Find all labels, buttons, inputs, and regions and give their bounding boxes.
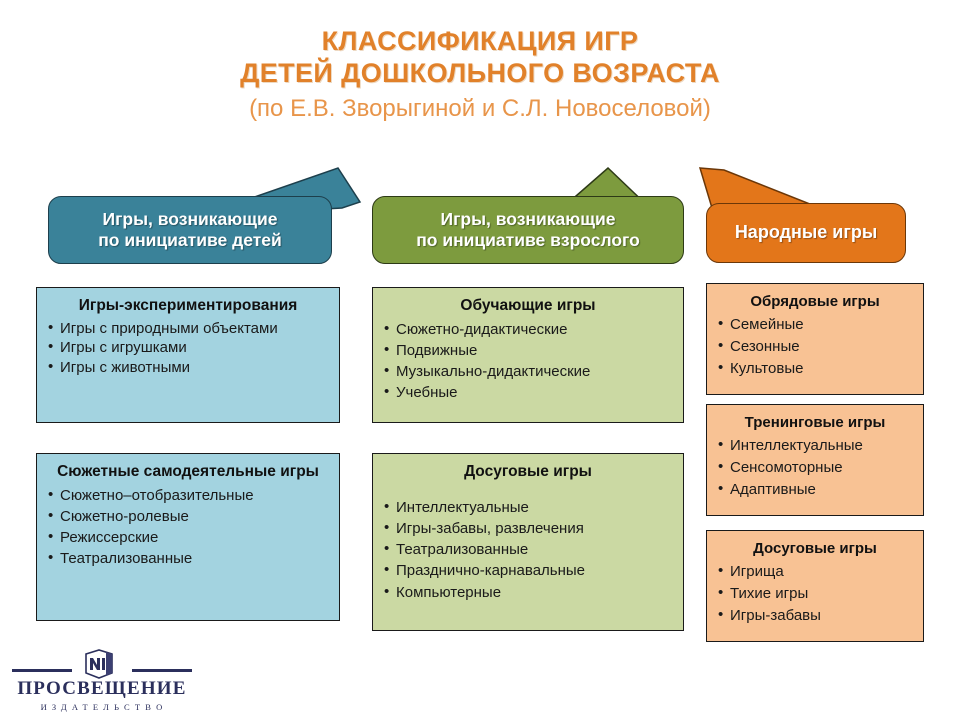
publisher-logo: ПРОСВЕЩЕНИЕ ИЗДАТЕЛЬСТВО: [12, 648, 192, 712]
card-item-list: Интеллектуальные Игры-забавы, развлечени…: [383, 496, 673, 603]
card-title: Тренинговые игры: [744, 414, 886, 431]
card-title: Обрядовые игры: [750, 293, 880, 310]
card-item-list: Семейные Сезонные Культовые: [717, 313, 913, 380]
list-item: Сюжетно-ролевые: [47, 505, 329, 527]
card-teaching-games[interactable]: Обучающие игры Сюжетно-дидактические Под…: [372, 287, 684, 423]
list-item: Адаптивные: [717, 478, 913, 501]
card-title: Игры-экспериментирования: [78, 297, 298, 314]
list-item: Сюжетно–отобразительные: [47, 484, 329, 506]
card-item-list: Интеллектуальные Сенсомоторные Адаптивны…: [717, 434, 913, 501]
logo-rule-right: [132, 669, 192, 672]
card-ritual-games[interactable]: Обрядовые игры Семейные Сезонные Культов…: [706, 283, 924, 395]
card-leisure-games-adult[interactable]: Досуговые игры Интеллектуальные Игры-заб…: [372, 453, 684, 631]
spacer: [383, 485, 673, 497]
banner-children-initiative-line-2: по инициативе детей: [98, 230, 282, 250]
logo-publisher-name: ПРОСВЕЩЕНИЕ: [17, 678, 187, 699]
banner-children-initiative[interactable]: Игры, возникающие по инициативе детей: [48, 196, 332, 264]
list-item: Сюжетно-дидактические: [383, 318, 673, 340]
list-item: Сезонные: [717, 335, 913, 358]
list-item: Подвижные: [383, 339, 673, 361]
list-item: Тихие игры: [717, 582, 913, 605]
logo-rule-left: [12, 669, 72, 672]
card-title: Досуговые игры: [464, 463, 592, 480]
list-item: Интеллектуальные: [717, 434, 913, 457]
card-leisure-games-folk[interactable]: Досуговые игры Игрища Тихие игры Игры-за…: [706, 530, 924, 642]
list-item: Игры-забавы: [717, 604, 913, 627]
list-item: Игры-забавы, развлечения: [383, 517, 673, 539]
card-title: Сюжетные самодеятельные игры: [57, 463, 319, 480]
banner-children-initiative-line-1: Игры, возникающие: [102, 208, 278, 229]
list-item: Компьютерные: [383, 581, 673, 603]
list-item: Семейные: [717, 313, 913, 336]
list-item: Режиссерские: [47, 526, 329, 548]
card-item-list: Сюжетно-дидактические Подвижные Музыкаль…: [383, 318, 673, 404]
card-plot-amateur-games[interactable]: Сюжетные самодеятельные игры Сюжетно–ото…: [36, 453, 340, 621]
list-item: Интеллектуальные: [383, 496, 673, 518]
list-item: Учебные: [383, 381, 673, 403]
card-title: Обучающие игры: [460, 297, 596, 314]
card-games-experimentation[interactable]: Игры-экспериментирования Игры с природны…: [36, 287, 340, 423]
banner-adult-initiative[interactable]: Игры, возникающие по инициативе взрослог…: [372, 196, 684, 264]
page-title-line-2: ДЕТЕЙ ДОШКОЛЬНОГО ВОЗРАСТА: [240, 57, 720, 88]
card-item-list: Игры с природными объектами Игры с игруш…: [47, 318, 329, 378]
banner-folk-games-line-1: Народные игры: [734, 222, 878, 243]
list-item: Музыкально-дидактические: [383, 360, 673, 382]
banner-adult-initiative-line-1: Игры, возникающие: [440, 208, 616, 229]
card-training-games[interactable]: Тренинговые игры Интеллектуальные Сенсом…: [706, 404, 924, 516]
list-item: Игры с природными объектами: [47, 318, 329, 339]
list-item: Театрализованные: [47, 547, 329, 569]
list-item: Празднично-карнавальные: [383, 559, 673, 581]
list-item: Сенсомоторные: [717, 456, 913, 479]
page-title: КЛАССИФИКАЦИЯ ИГР ДЕТЕЙ ДОШКОЛЬНОГО ВОЗР…: [0, 26, 960, 124]
list-item: Игрища: [717, 560, 913, 583]
book-cube-icon: [85, 649, 113, 679]
logo-publisher-tagline: ИЗДАТЕЛЬСТВО: [40, 702, 168, 712]
banner-adult-initiative-line-2: по инициативе взрослого: [416, 230, 640, 250]
card-item-list: Сюжетно–отобразительные Сюжетно-ролевые …: [47, 484, 329, 570]
card-item-list: Игрища Тихие игры Игры-забавы: [717, 560, 913, 627]
page-title-line-1: КЛАССИФИКАЦИЯ ИГР: [321, 26, 639, 56]
list-item: Игры с животными: [47, 357, 329, 378]
list-item: Культовые: [717, 357, 913, 380]
logo-mark-row: [12, 648, 192, 679]
page-subtitle: (по Е.В. Зворыгиной и С.Л. Новоселовой): [249, 94, 711, 122]
card-title: Досуговые игры: [753, 540, 877, 557]
banner-folk-games[interactable]: Народные игры: [706, 203, 906, 263]
list-item: Театрализованные: [383, 538, 673, 560]
list-item: Игры с игрушками: [47, 337, 329, 358]
